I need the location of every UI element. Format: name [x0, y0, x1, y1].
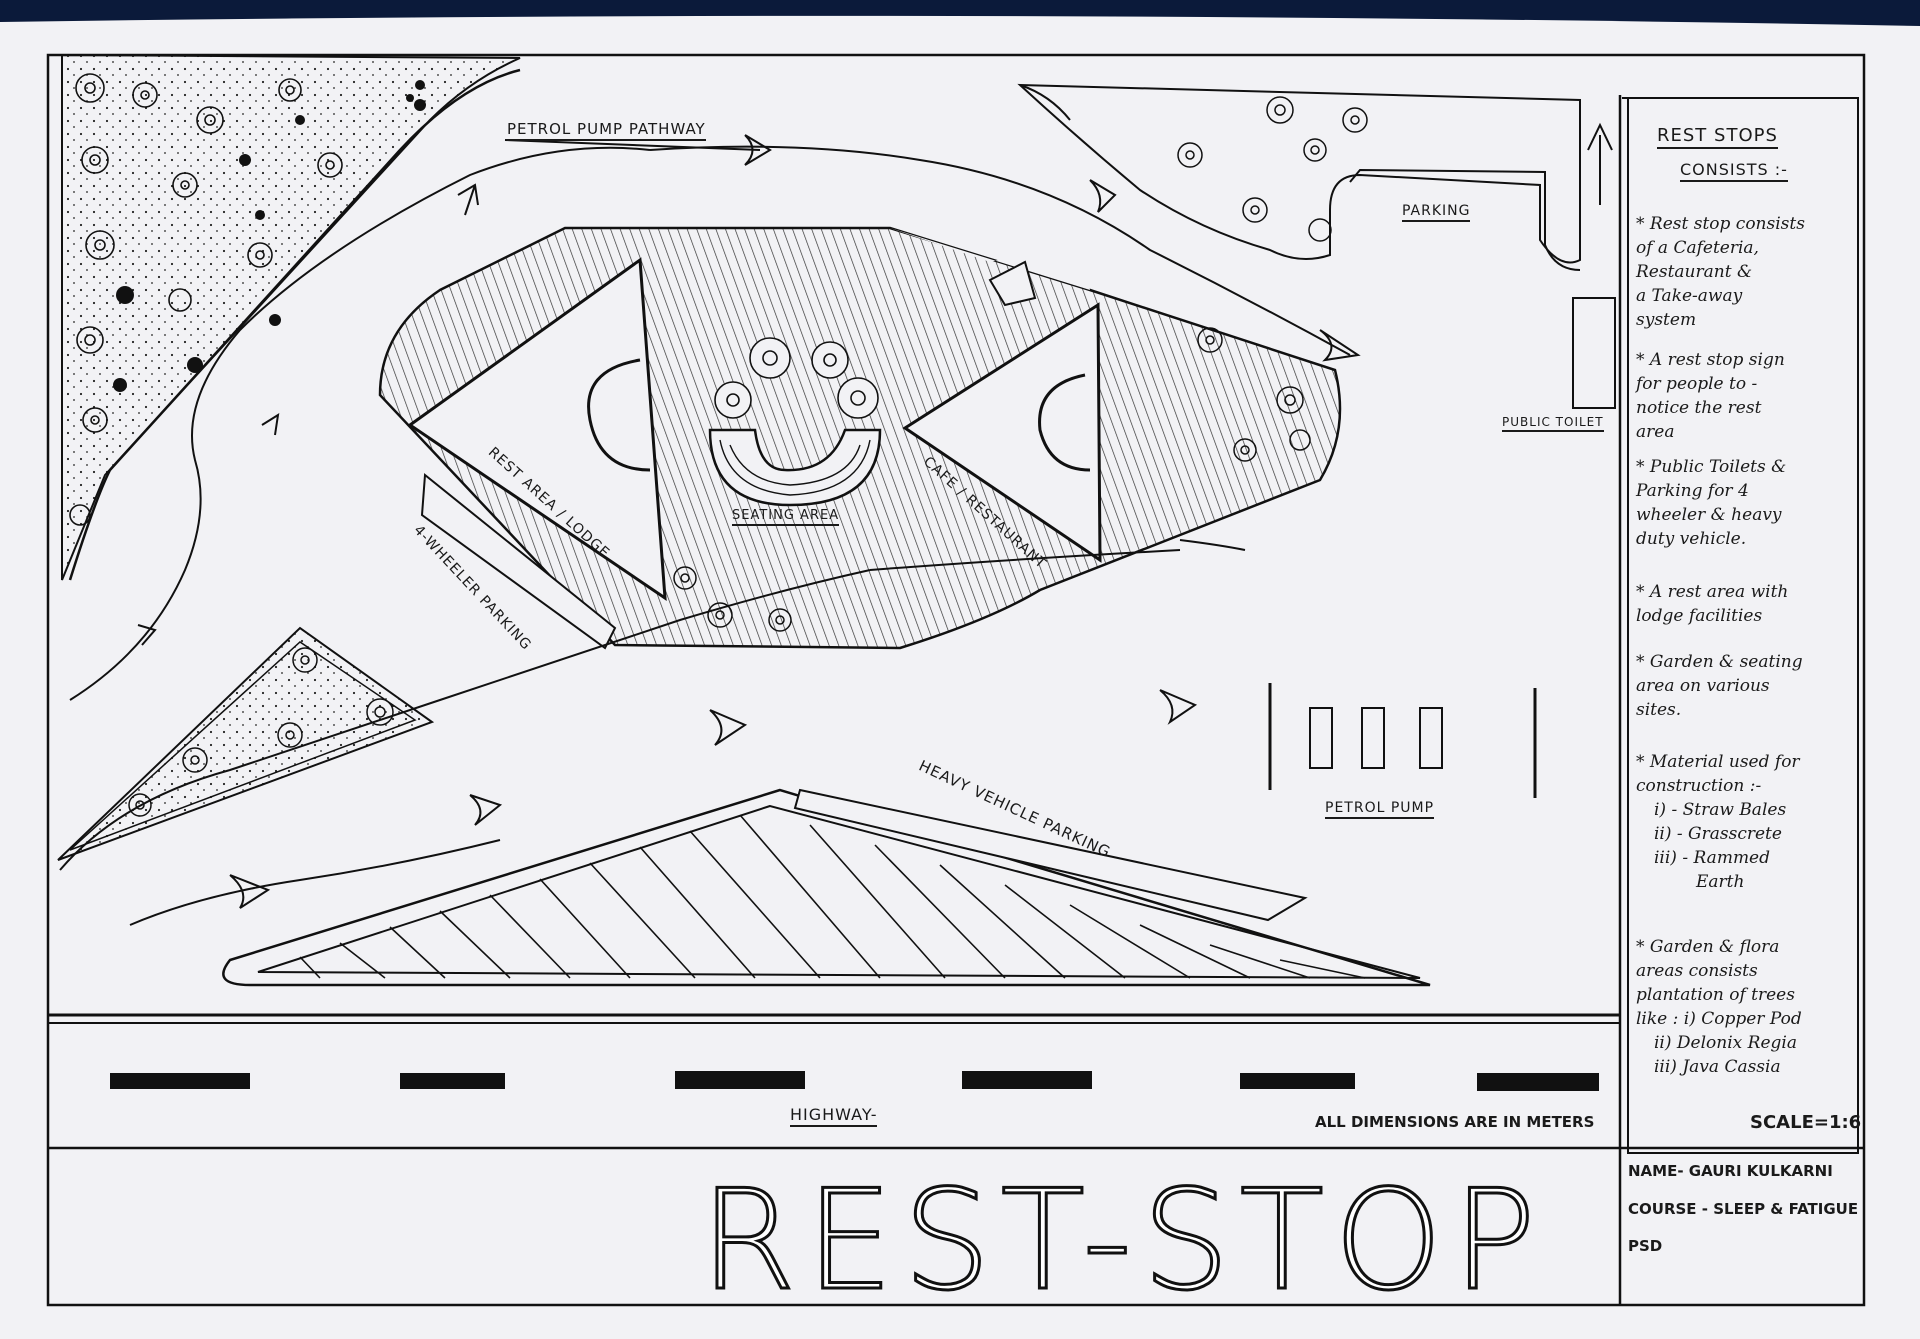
highway-label: HIGHWAY-	[790, 1105, 878, 1127]
dimensions-note: ALL DIMENSIONS ARE IN METERS	[1315, 1113, 1595, 1131]
scale-label: SCALE=1:6	[1750, 1112, 1862, 1133]
parking-label: PARKING	[1402, 203, 1471, 222]
sidebar-title: REST STOPS	[1657, 125, 1778, 149]
petrol-pump-label: PETROL PUMP	[1325, 800, 1435, 819]
drawing-title: REST-STOP	[699, 1159, 1546, 1323]
name-label: NAME- GAURI KULKARNI	[1628, 1162, 1833, 1180]
course-label: COURSE - SLEEP & FATIGUE	[1628, 1200, 1859, 1218]
seating-area-label: SEATING AREA	[732, 508, 840, 526]
psd-label: PSD	[1628, 1237, 1663, 1255]
sidebar-subtitle: CONSISTS :-	[1680, 160, 1788, 182]
highway-lane-markings	[110, 1071, 1599, 1091]
petrol-pump-pathway-label: PETROL PUMP PATHWAY	[507, 120, 706, 141]
public-toilet-label: PUBLIC TOILET	[1502, 415, 1604, 432]
